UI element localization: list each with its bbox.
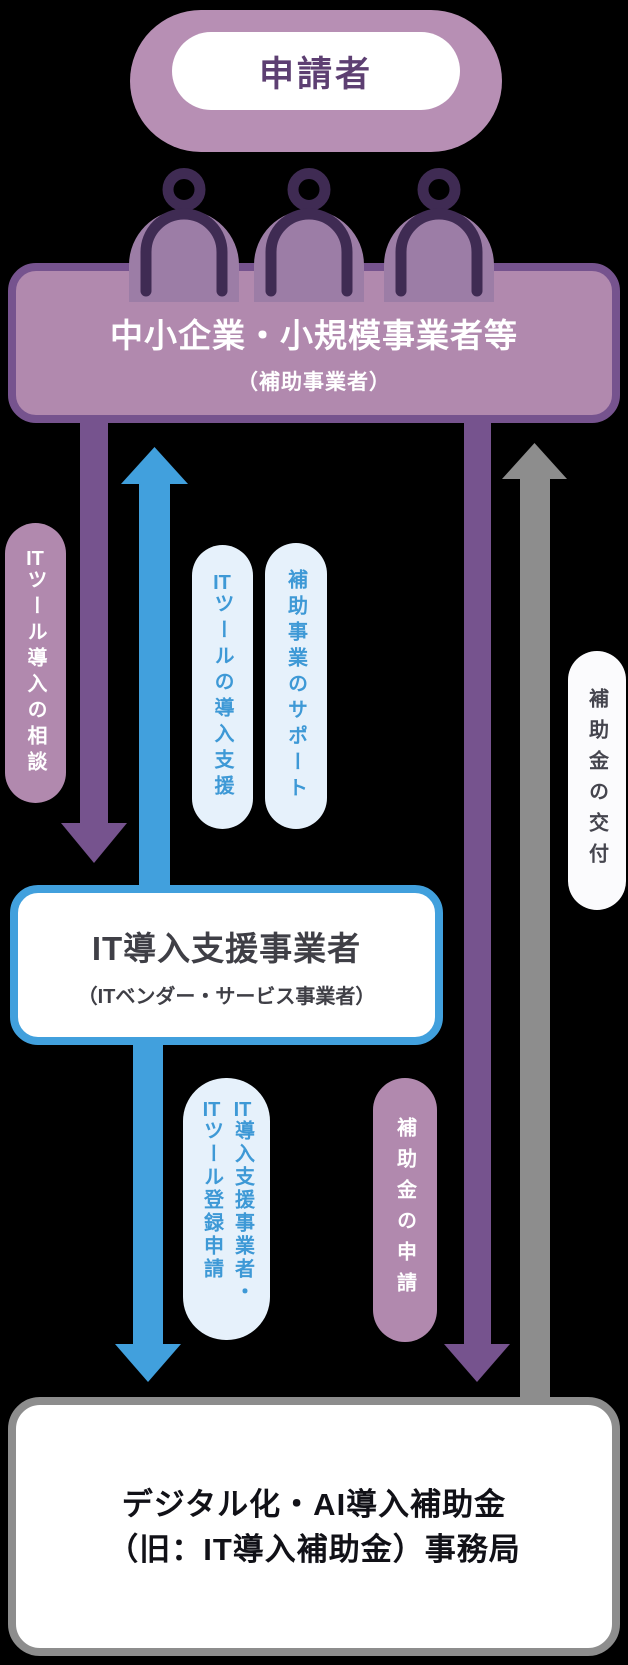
person-icon bbox=[129, 168, 239, 302]
grant-delivery-arrow-up-icon bbox=[502, 443, 567, 479]
person-head-icon bbox=[417, 168, 461, 211]
install-support-label: ITツールの導入支援 bbox=[211, 573, 233, 801]
person-head-icon bbox=[162, 168, 206, 211]
applicant-pill: 申請者 bbox=[130, 10, 502, 152]
person-icon bbox=[384, 168, 494, 302]
person-body-icon bbox=[140, 208, 228, 297]
it-vendor-box-subtitle: （ITベンダー・サービス事業者） bbox=[77, 985, 376, 1008]
grant-application-label: 補助金の申請 bbox=[393, 1117, 416, 1303]
registration-arrow-down-icon bbox=[115, 1344, 181, 1382]
install-support-arrow-shaft bbox=[139, 482, 170, 887]
project-support-label: 補助事業のサポート bbox=[284, 569, 307, 803]
registration-label: IT導入支援事業者・ITツール登録申請 bbox=[200, 1100, 254, 1304]
person-body-icon bbox=[395, 208, 483, 297]
it-vendor-box: IT導入支援事業者 （ITベンダー・サービス事業者） bbox=[10, 885, 443, 1045]
grant-delivery-label: 補助金の交付 bbox=[585, 687, 608, 874]
office-box: デジタル化・AI導入補助金 （旧：IT導入補助金）事務局 bbox=[8, 1397, 620, 1656]
registration-arrow-shaft bbox=[133, 1040, 163, 1346]
it-vendor-box-title: IT導入支援事業者 bbox=[91, 929, 362, 967]
person-body-icon bbox=[265, 208, 353, 297]
install-support-arrow-up-icon bbox=[121, 447, 188, 484]
applicant-label: 申請者 bbox=[258, 54, 373, 94]
install-support-label-pill: ITツールの導入支援 bbox=[192, 545, 253, 829]
grant-delivery-label-pill: 補助金の交付 bbox=[568, 651, 626, 910]
applicant-pill-inner: 申請者 bbox=[172, 32, 460, 110]
consult-arrow-down-icon bbox=[61, 823, 127, 863]
person-head-icon bbox=[287, 168, 331, 211]
grant-delivery-arrow-shaft bbox=[520, 477, 550, 1403]
smb-box-title: 中小企業・小規模事業者等 bbox=[110, 316, 518, 354]
office-box-title-line1: デジタル化・AI導入補助金 bbox=[121, 1486, 507, 1522]
consult-label: ITツール導入の相談 bbox=[24, 549, 46, 777]
grant-application-label-pill: 補助金の申請 bbox=[373, 1078, 437, 1342]
grant-application-arrow-shaft bbox=[464, 415, 491, 1346]
smb-box-subtitle: （補助事業者） bbox=[237, 370, 391, 394]
office-box-title-line2: （旧：IT導入補助金）事務局 bbox=[107, 1531, 521, 1567]
consult-label-pill: ITツール導入の相談 bbox=[5, 523, 66, 803]
grant-application-arrow-down-icon bbox=[444, 1344, 510, 1382]
project-support-label-pill: 補助事業のサポート bbox=[265, 543, 327, 829]
registration-label-pill: IT導入支援事業者・ITツール登録申請 bbox=[183, 1078, 270, 1340]
person-icon bbox=[254, 168, 364, 302]
consult-arrow-shaft bbox=[80, 415, 108, 825]
